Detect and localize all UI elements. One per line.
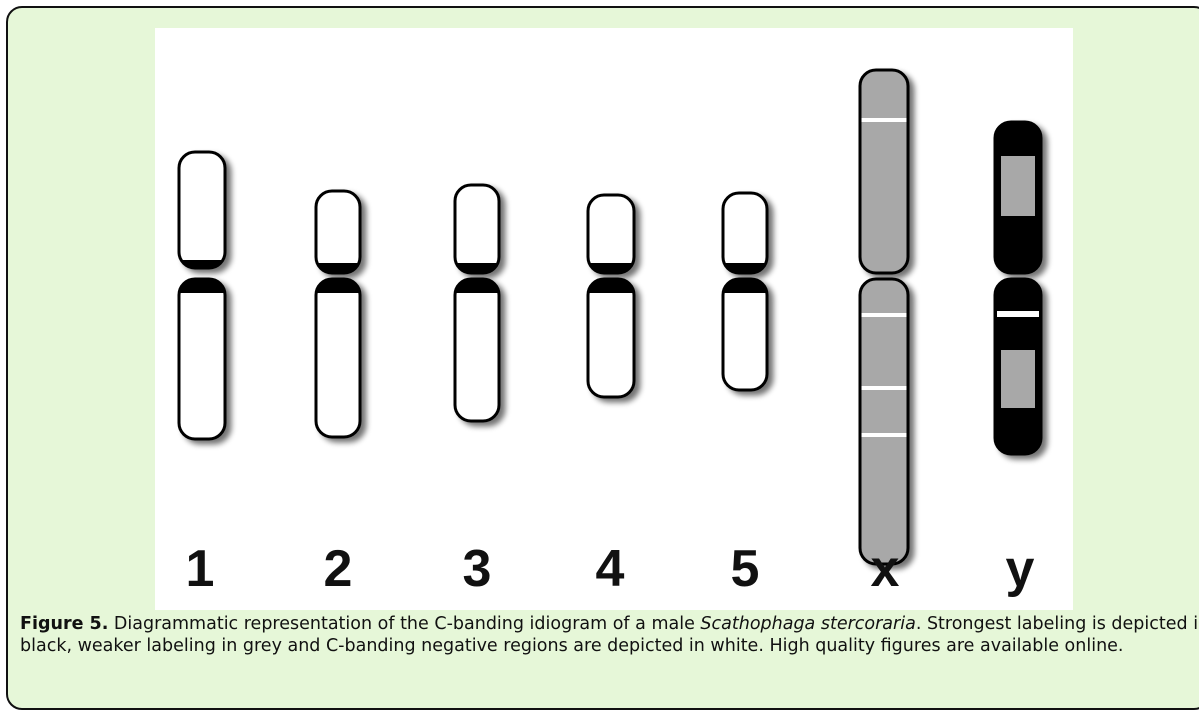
chromosome-3: [453, 183, 501, 423]
chromosome-label-3: 3: [463, 540, 492, 598]
figure-label: Figure 5.: [20, 614, 109, 634]
chromosome-x-arm-lower: [860, 279, 908, 564]
caption-text-after: . Strongest labeling is depicted in blac…: [20, 614, 1199, 656]
species-name: Scathophaga stercoraria: [700, 614, 916, 634]
chromosome-5-arm-upper: [723, 193, 767, 273]
chromosome-label-x: x: [871, 540, 900, 598]
chromosome-5-arm-lower: [723, 279, 767, 390]
chromosome-x: [858, 68, 910, 566]
chromosome-4: [586, 193, 636, 399]
chromosome-4-arm-upper: [588, 195, 634, 273]
chromosome-1: [177, 150, 227, 441]
chromosome-label-1: 1: [186, 540, 215, 598]
chromosome-y-arm-upper: [995, 122, 1041, 273]
chromosome-y-arm-lower: [995, 279, 1041, 454]
figure-frame: 1 2 3 4 5 x y Figure 5. Diagrammatic rep…: [6, 6, 1199, 710]
chromosome-label-4: 4: [596, 540, 625, 598]
chromosome-3-arm-upper: [455, 185, 499, 273]
chromosome-y: [993, 120, 1043, 456]
figure-caption: Figure 5. Diagrammatic representation of…: [20, 613, 1199, 657]
caption-text-before: Diagrammatic representation of the C-ban…: [108, 614, 701, 634]
chromosome-1-arm-lower: [179, 279, 225, 439]
chromosome-2: [314, 189, 362, 439]
chromosome-4-arm-lower: [588, 279, 634, 397]
idiogram-diagram: 1 2 3 4 5 x y: [177, 68, 1043, 598]
chromosome-label-2: 2: [324, 540, 353, 598]
idiogram-panel: 1 2 3 4 5 x y: [155, 28, 1073, 610]
chromosome-label-y: y: [1006, 540, 1035, 598]
chromosome-label-5: 5: [731, 540, 760, 598]
chromosome-2-arm-lower: [316, 279, 360, 437]
chromosome-x-arm-upper: [860, 70, 908, 273]
chromosome-3-arm-lower: [455, 279, 499, 421]
chromosome-5: [721, 191, 769, 392]
chromosome-1-arm-upper: [179, 152, 225, 268]
chromosome-2-arm-upper: [316, 191, 360, 273]
